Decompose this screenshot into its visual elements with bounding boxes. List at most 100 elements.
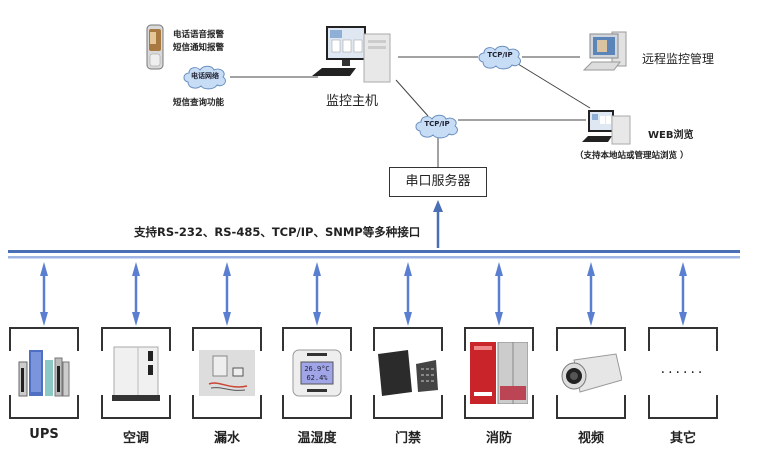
frame-corner <box>282 327 298 351</box>
bus-arrow-head-down <box>404 312 412 326</box>
serial-server-box: 串口服务器 <box>389 167 487 197</box>
frame-bottom <box>373 417 443 419</box>
bus-arrow-head-down <box>313 312 321 326</box>
frame-bottom <box>648 417 718 419</box>
phone-network-label: 电话网络 <box>191 72 219 80</box>
frame-corner <box>427 327 443 351</box>
frame-top <box>373 327 443 329</box>
bus-arrow-head-up <box>313 262 321 276</box>
bus-arrow-head-down <box>132 312 140 326</box>
frame-corner <box>9 327 25 351</box>
device-label: 温湿度 <box>297 431 337 446</box>
frame-top <box>192 327 262 329</box>
frame-bottom <box>101 417 171 419</box>
frame-corner <box>610 327 626 351</box>
device-label: 其它 <box>669 431 696 446</box>
device-access-control <box>373 327 443 419</box>
frame-corner <box>246 327 262 351</box>
frame-top <box>464 327 534 329</box>
device-label: 漏水 <box>213 431 240 446</box>
air-conditioner-icon <box>101 327 171 419</box>
frame-top <box>282 327 352 329</box>
host-label: 监控主机 <box>326 94 379 109</box>
svg-text:26.9°C: 26.9°C <box>304 365 329 373</box>
bus-arrow-head-down <box>495 312 503 326</box>
phone-network-cloud: 电话网络 <box>182 64 228 90</box>
frame-corner <box>373 327 389 351</box>
bus-arrows <box>40 262 687 326</box>
frame-corner <box>702 327 718 351</box>
bus-line-bottom <box>8 256 740 259</box>
link-host-cloud-mid <box>395 79 429 117</box>
device-label: 门禁 <box>394 431 421 446</box>
monitoring-host-icon <box>312 24 400 84</box>
device-others: ······ <box>648 327 718 419</box>
tcpip-label-mid: TCP/IP <box>424 120 450 128</box>
link-cloud-web <box>517 63 591 109</box>
bus-caption: 支持RS-232、RS-485、TCP/IP、SNMP等多种接口 <box>134 225 421 239</box>
device-fire-protection <box>464 327 534 419</box>
device-ups <box>9 327 79 419</box>
device-label: 消防 <box>485 431 512 446</box>
others-icon: ······ <box>648 327 718 419</box>
bus-arrow-head-down <box>223 312 231 326</box>
web-browse-label: WEB浏览 <box>648 130 694 141</box>
frame-bottom <box>464 417 534 419</box>
water-leak-sensor-icon <box>192 327 262 419</box>
frame-top <box>101 327 171 329</box>
phone-voice-alarm: 电话语音报警 <box>173 30 225 40</box>
fire-protection-icon <box>464 327 534 419</box>
sms-notify-alarm: 短信通知报警 <box>173 43 225 53</box>
others-placeholder: ······ <box>660 365 706 381</box>
ups-icon <box>9 327 79 419</box>
sms-query-function: 短信查询功能 <box>173 98 225 108</box>
bus-arrow-head-down <box>40 312 48 326</box>
bus-arrow-head-down <box>679 312 687 326</box>
svg-text:62.4%: 62.4% <box>306 374 328 382</box>
bus-arrow-head-up <box>495 262 503 276</box>
frame-top <box>9 327 79 329</box>
device-water-leak-sensor <box>192 327 262 419</box>
frame-corner <box>556 327 572 351</box>
tcpip-label-top: TCP/IP <box>487 51 513 59</box>
device-air-conditioner <box>101 327 171 419</box>
bus-arrow-head-up <box>223 262 231 276</box>
remote-monitoring-label: 远程监控管理 <box>642 52 715 66</box>
bus-arrow-head-up <box>587 262 595 276</box>
frame-corner <box>101 327 117 351</box>
bus-arrow-head-up <box>679 262 687 276</box>
remote-pc-icon <box>582 30 634 74</box>
mobile-phone-icon <box>146 24 164 70</box>
serial-bus-arrowhead <box>433 200 443 212</box>
frame-corner <box>192 327 208 351</box>
bus-arrow-head-up <box>132 262 140 276</box>
web-pc-icon <box>582 108 634 146</box>
frame-corner <box>336 327 352 351</box>
frame-corner <box>155 327 171 351</box>
frame-bottom <box>282 417 352 419</box>
device-video-camera <box>556 327 626 419</box>
frame-bottom <box>9 417 79 419</box>
device-label: 视频 <box>577 431 604 446</box>
bus-arrow-head-down <box>587 312 595 326</box>
tcpip-cloud-mid: TCP/IP <box>414 113 460 139</box>
frame-bottom <box>192 417 262 419</box>
device-label: 空调 <box>122 431 149 446</box>
frame-top <box>648 327 718 329</box>
frame-corner <box>464 327 480 351</box>
bus-arrow-head-up <box>404 262 412 276</box>
frame-corner <box>518 327 534 351</box>
frame-top <box>556 327 626 329</box>
frame-corner <box>648 327 664 351</box>
bus-arrow-head-up <box>40 262 48 276</box>
frame-corner <box>63 327 79 351</box>
access-control-icon <box>373 327 443 419</box>
web-browse-note: （支持本地站或管理站浏览 ） <box>575 151 689 161</box>
video-camera-icon <box>556 327 626 419</box>
bus-line-top <box>8 250 740 253</box>
tcpip-cloud-top: TCP/IP <box>477 44 523 70</box>
frame-bottom <box>556 417 626 419</box>
